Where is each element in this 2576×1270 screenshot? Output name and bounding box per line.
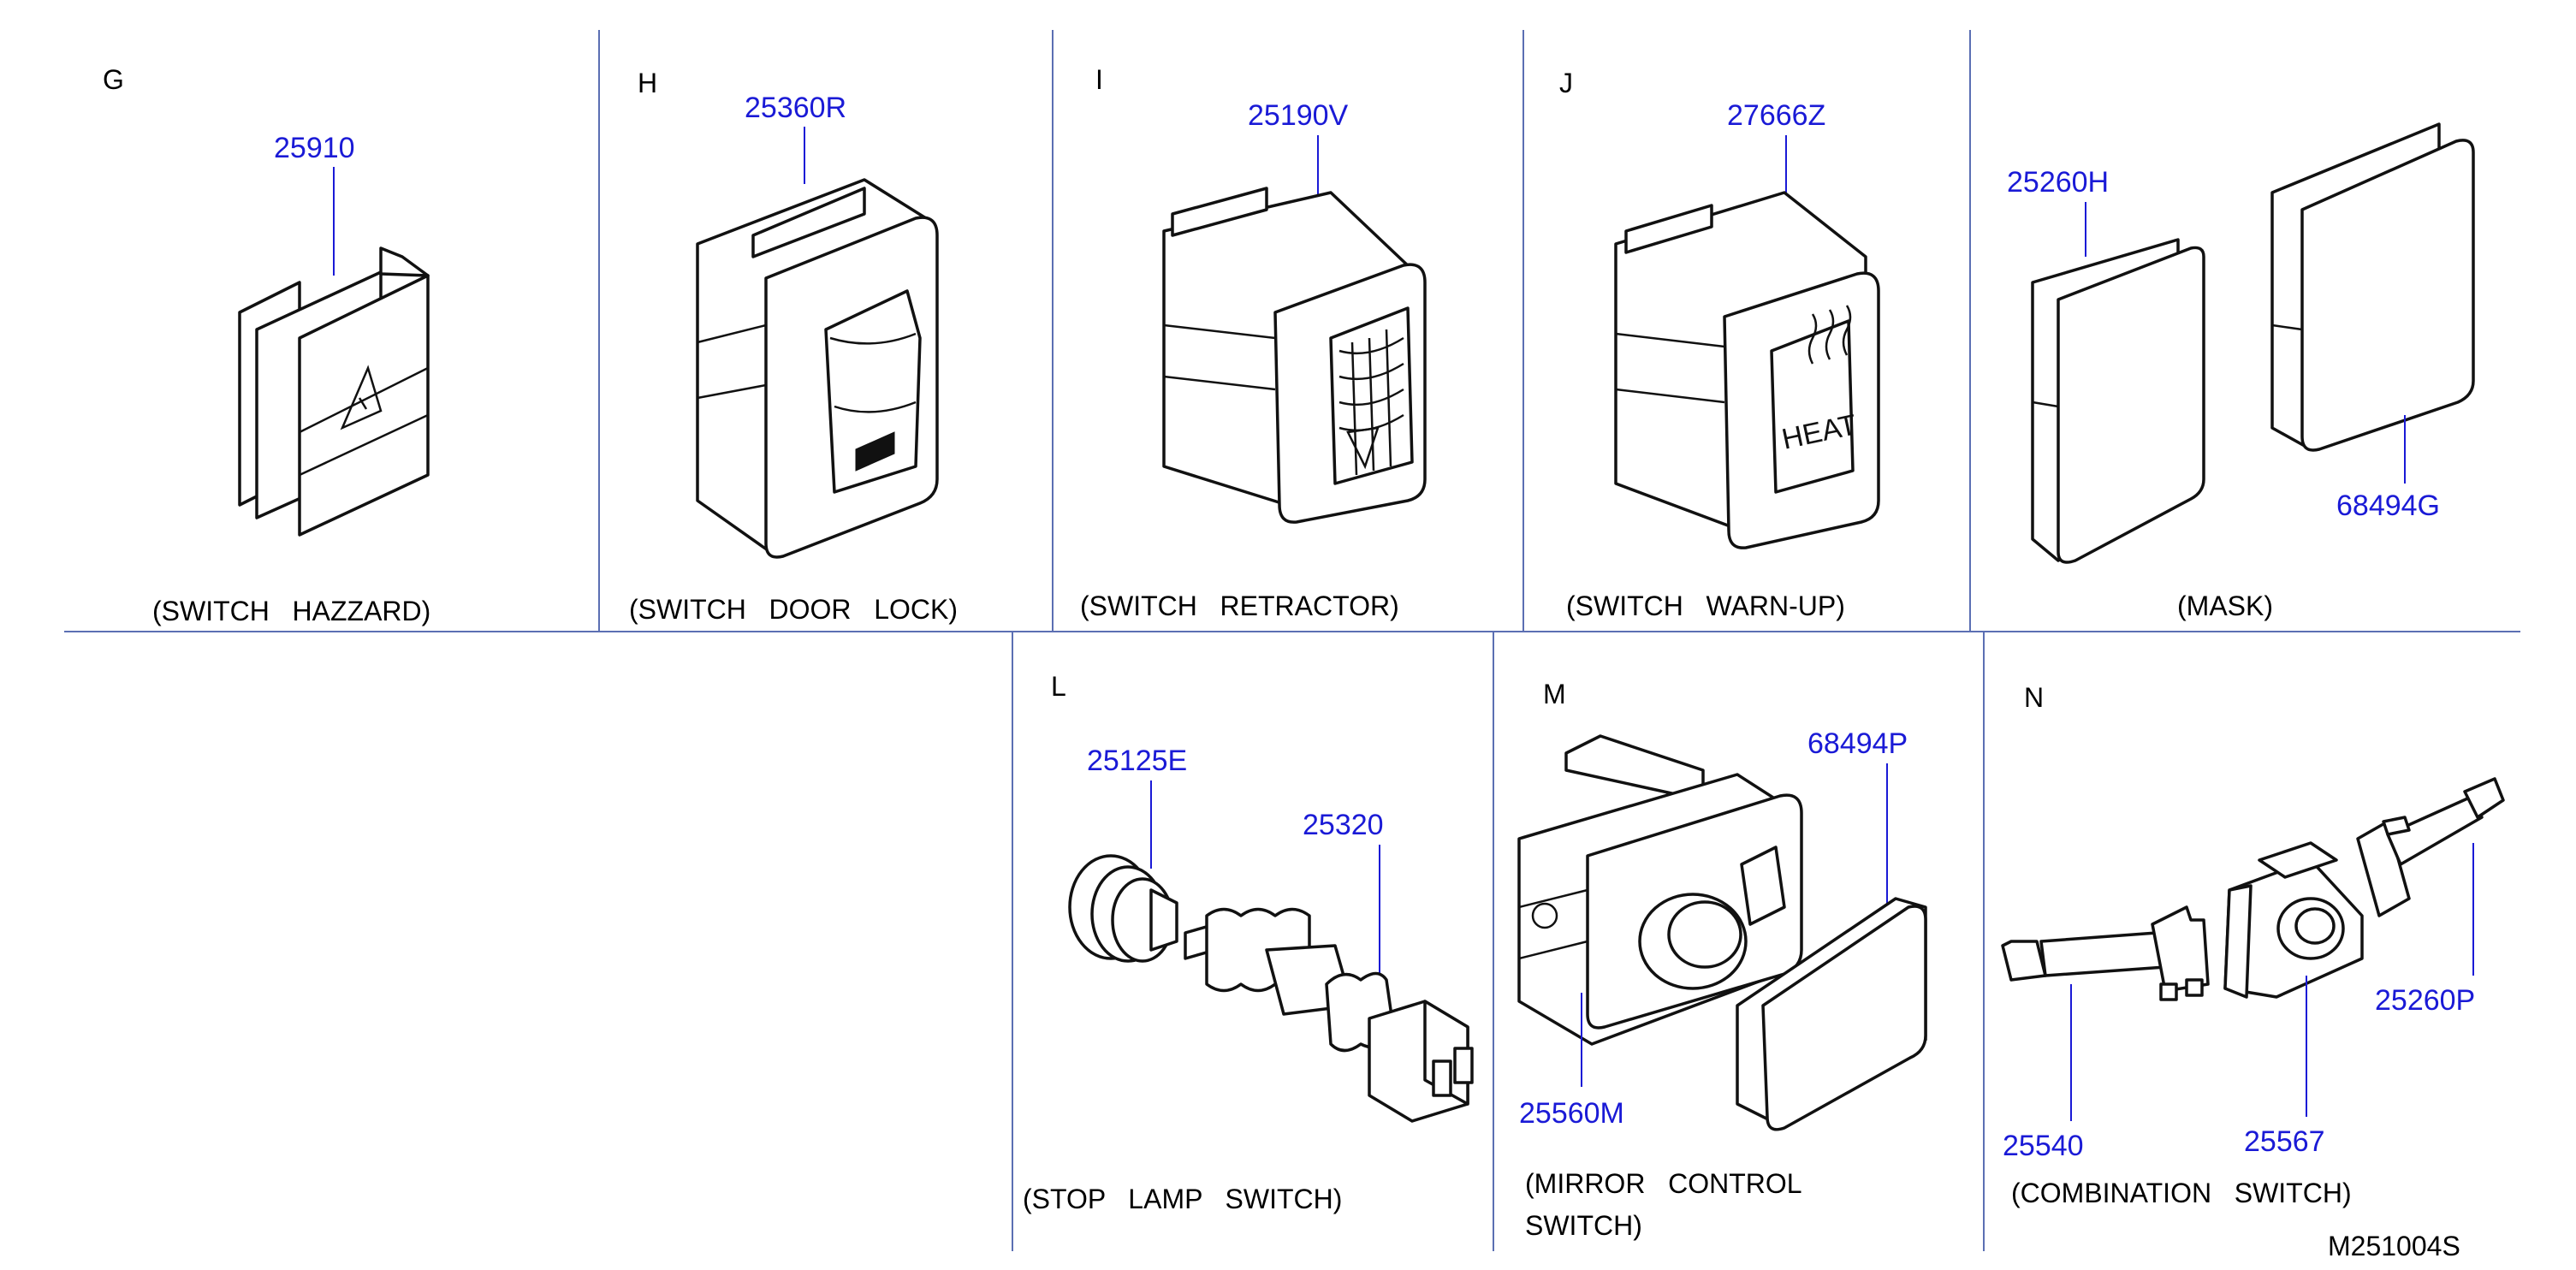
section-i: I 25190V (SWITCH RETRACTOR) bbox=[1080, 64, 1427, 621]
mirror-mask-drawing bbox=[1736, 897, 1927, 1131]
caption-m-line2: SWITCH) bbox=[1525, 1210, 1642, 1241]
caption-l: (STOP LAMP SWITCH) bbox=[1023, 1184, 1342, 1214]
caption-mask: (MASK) bbox=[2177, 590, 2273, 621]
hazard-triangle-icon bbox=[340, 365, 383, 430]
section-n: N 25540 25567 25260P (COMBINATION SWITC bbox=[2001, 682, 2505, 1208]
part-number-27666Z[interactable]: 27666Z bbox=[1727, 99, 1825, 132]
section-letter-m: M bbox=[1543, 679, 1566, 709]
combination-switch-body-drawing bbox=[2223, 841, 2364, 999]
section-j: J 27666Z HEAT (SWITCH WARN-UP) bbox=[1559, 68, 1880, 621]
mirror-control-switch-drawing bbox=[1517, 734, 1803, 1046]
window-lock-icon bbox=[855, 431, 895, 472]
caption-h: (SWITCH DOOR LOCK) bbox=[629, 594, 958, 625]
part-number-25360R[interactable]: 25360R bbox=[745, 92, 846, 124]
caption-i: (SWITCH RETRACTOR) bbox=[1080, 590, 1399, 621]
part-number-68494G[interactable]: 68494G bbox=[2336, 490, 2440, 522]
part-number-25560M[interactable]: 25560M bbox=[1519, 1097, 1624, 1130]
grid-lines bbox=[64, 30, 2520, 1251]
stop-lamp-switch-drawing bbox=[1184, 907, 1474, 1123]
warm-up-switch-drawing: HEAT bbox=[1614, 191, 1880, 549]
part-number-25260P[interactable]: 25260P bbox=[2375, 984, 2475, 1017]
part-number-25540[interactable]: 25540 bbox=[2003, 1130, 2084, 1162]
section-h: H 25360R (SWITCH DOOR LOCK) bbox=[629, 68, 958, 625]
section-m: M 68494P 25560M (MIRROR CONTROL SWITCH) bbox=[1517, 679, 1927, 1241]
part-number-25320[interactable]: 25320 bbox=[1303, 809, 1384, 841]
section-letter-l: L bbox=[1051, 671, 1066, 702]
wiper-stalk-drawing bbox=[2001, 905, 2210, 1001]
caption-m-line1: (MIRROR CONTROL bbox=[1525, 1168, 1802, 1199]
section-letter-n: N bbox=[2024, 682, 2044, 713]
section-g: G 25910 (SWITCH HAZZARD) bbox=[103, 64, 430, 626]
caption-j: (SWITCH WARN-UP) bbox=[1566, 590, 1845, 621]
part-number-25190V[interactable]: 25190V bbox=[1248, 99, 1349, 132]
heat-waves-icon bbox=[1807, 305, 1852, 365]
clip-25125E-drawing bbox=[1068, 854, 1178, 963]
part-number-25567[interactable]: 25567 bbox=[2244, 1125, 2325, 1158]
caption-g: (SWITCH HAZZARD) bbox=[152, 596, 430, 626]
section-mask: 25260H 68494G (MASK) bbox=[2007, 122, 2475, 621]
mask-small-drawing bbox=[2031, 238, 2205, 564]
mask-large-drawing bbox=[2270, 122, 2475, 452]
section-letter-g: G bbox=[103, 64, 124, 95]
part-number-68494P[interactable]: 68494P bbox=[1807, 727, 1908, 760]
part-number-25910[interactable]: 25910 bbox=[274, 132, 355, 164]
section-letter-i: I bbox=[1095, 64, 1103, 95]
part-number-25125E[interactable]: 25125E bbox=[1087, 745, 1187, 777]
caption-n: (COMBINATION SWITCH) bbox=[2011, 1178, 2352, 1208]
light-stalk-drawing bbox=[2356, 777, 2505, 917]
section-letter-h: H bbox=[638, 68, 657, 98]
diagram-code: M251004S bbox=[2328, 1231, 2460, 1261]
door-lock-switch-drawing bbox=[696, 178, 939, 559]
retractor-switch-drawing bbox=[1162, 187, 1427, 524]
section-l: L 25125E 25320 (STOP LAMP SWITCH) bbox=[1023, 671, 1474, 1214]
hazard-switch-drawing bbox=[238, 246, 430, 537]
part-number-25260H[interactable]: 25260H bbox=[2007, 166, 2109, 199]
section-letter-j: J bbox=[1559, 68, 1573, 98]
